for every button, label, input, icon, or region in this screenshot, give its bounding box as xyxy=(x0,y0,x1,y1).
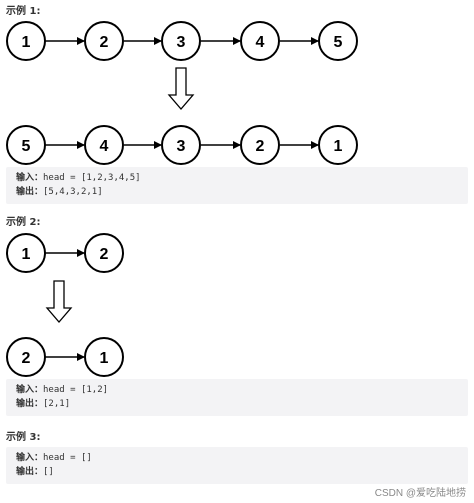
example-1-after-list: 5 4 3 2 1 xyxy=(6,125,358,165)
list-node: 5 xyxy=(318,21,358,61)
example-2-after-list: 2 1 xyxy=(6,337,124,377)
svg-text:3: 3 xyxy=(177,34,186,51)
svg-text:4: 4 xyxy=(256,34,265,51)
example-1-input: 输入：head = [1,2,3,4,5] xyxy=(16,172,141,184)
list-node: 5 xyxy=(6,125,46,165)
input-value: head = [1,2,3,4,5] xyxy=(43,173,141,183)
output-label: 输出： xyxy=(16,467,44,477)
input-label: 输入： xyxy=(16,173,44,183)
example-1-before-list: 1 2 3 4 5 xyxy=(6,21,358,61)
input-label: 输入： xyxy=(16,385,44,395)
list-node: 2 xyxy=(84,21,124,61)
list-node: 2 xyxy=(240,125,280,165)
list-node: 1 xyxy=(318,125,358,165)
output-label: 输出： xyxy=(16,187,44,197)
example-3-heading: 示例 3: xyxy=(6,432,41,443)
svg-text:2: 2 xyxy=(100,246,109,263)
svg-text:2: 2 xyxy=(100,34,109,51)
output-value: [] xyxy=(43,467,54,477)
example-3-output: 输出：[] xyxy=(16,466,54,478)
list-node: 1 xyxy=(84,337,124,377)
list-node: 2 xyxy=(84,233,124,273)
example-3-input: 输入：head = [] xyxy=(16,452,92,464)
example-2-io-box: 输入：head = [1,2] 输出：[2,1] xyxy=(6,379,468,416)
watermark: CSDN @爱吃陆地捞 xyxy=(374,488,466,499)
svg-text:4: 4 xyxy=(100,138,109,155)
example-1-heading: 示例 1: xyxy=(6,6,41,17)
svg-text:5: 5 xyxy=(334,34,343,51)
example-2-heading: 示例 2: xyxy=(6,217,41,228)
list-node: 4 xyxy=(240,21,280,61)
example-2-before-list: 1 2 xyxy=(6,233,124,273)
svg-text:5: 5 xyxy=(22,138,31,155)
list-node: 1 xyxy=(6,233,46,273)
list-node: 1 xyxy=(6,21,46,61)
input-value: head = [] xyxy=(43,453,92,463)
list-node: 3 xyxy=(161,21,201,61)
example-2-output: 输出：[2,1] xyxy=(16,398,70,410)
input-label: 输入： xyxy=(16,453,44,463)
example-1-output: 输出：[5,4,3,2,1] xyxy=(16,186,103,198)
list-node: 3 xyxy=(161,125,201,165)
output-label: 输出： xyxy=(16,399,44,409)
svg-text:1: 1 xyxy=(22,246,31,263)
down-arrow-icon xyxy=(167,67,195,110)
svg-text:1: 1 xyxy=(334,138,343,155)
svg-text:2: 2 xyxy=(256,138,265,155)
svg-text:2: 2 xyxy=(22,350,31,367)
example-3-io-box: 输入：head = [] 输出：[] xyxy=(6,447,468,484)
svg-text:1: 1 xyxy=(22,34,31,51)
output-value: [2,1] xyxy=(43,399,71,409)
input-value: head = [1,2] xyxy=(43,385,109,395)
example-2-input: 输入：head = [1,2] xyxy=(16,384,108,396)
svg-text:1: 1 xyxy=(100,350,109,367)
list-node: 4 xyxy=(84,125,124,165)
svg-text:3: 3 xyxy=(177,138,186,155)
output-value: [5,4,3,2,1] xyxy=(43,187,103,197)
down-arrow-icon xyxy=(45,280,73,323)
list-node: 2 xyxy=(6,337,46,377)
example-1-io-box: 输入：head = [1,2,3,4,5] 输出：[5,4,3,2,1] xyxy=(6,167,468,204)
